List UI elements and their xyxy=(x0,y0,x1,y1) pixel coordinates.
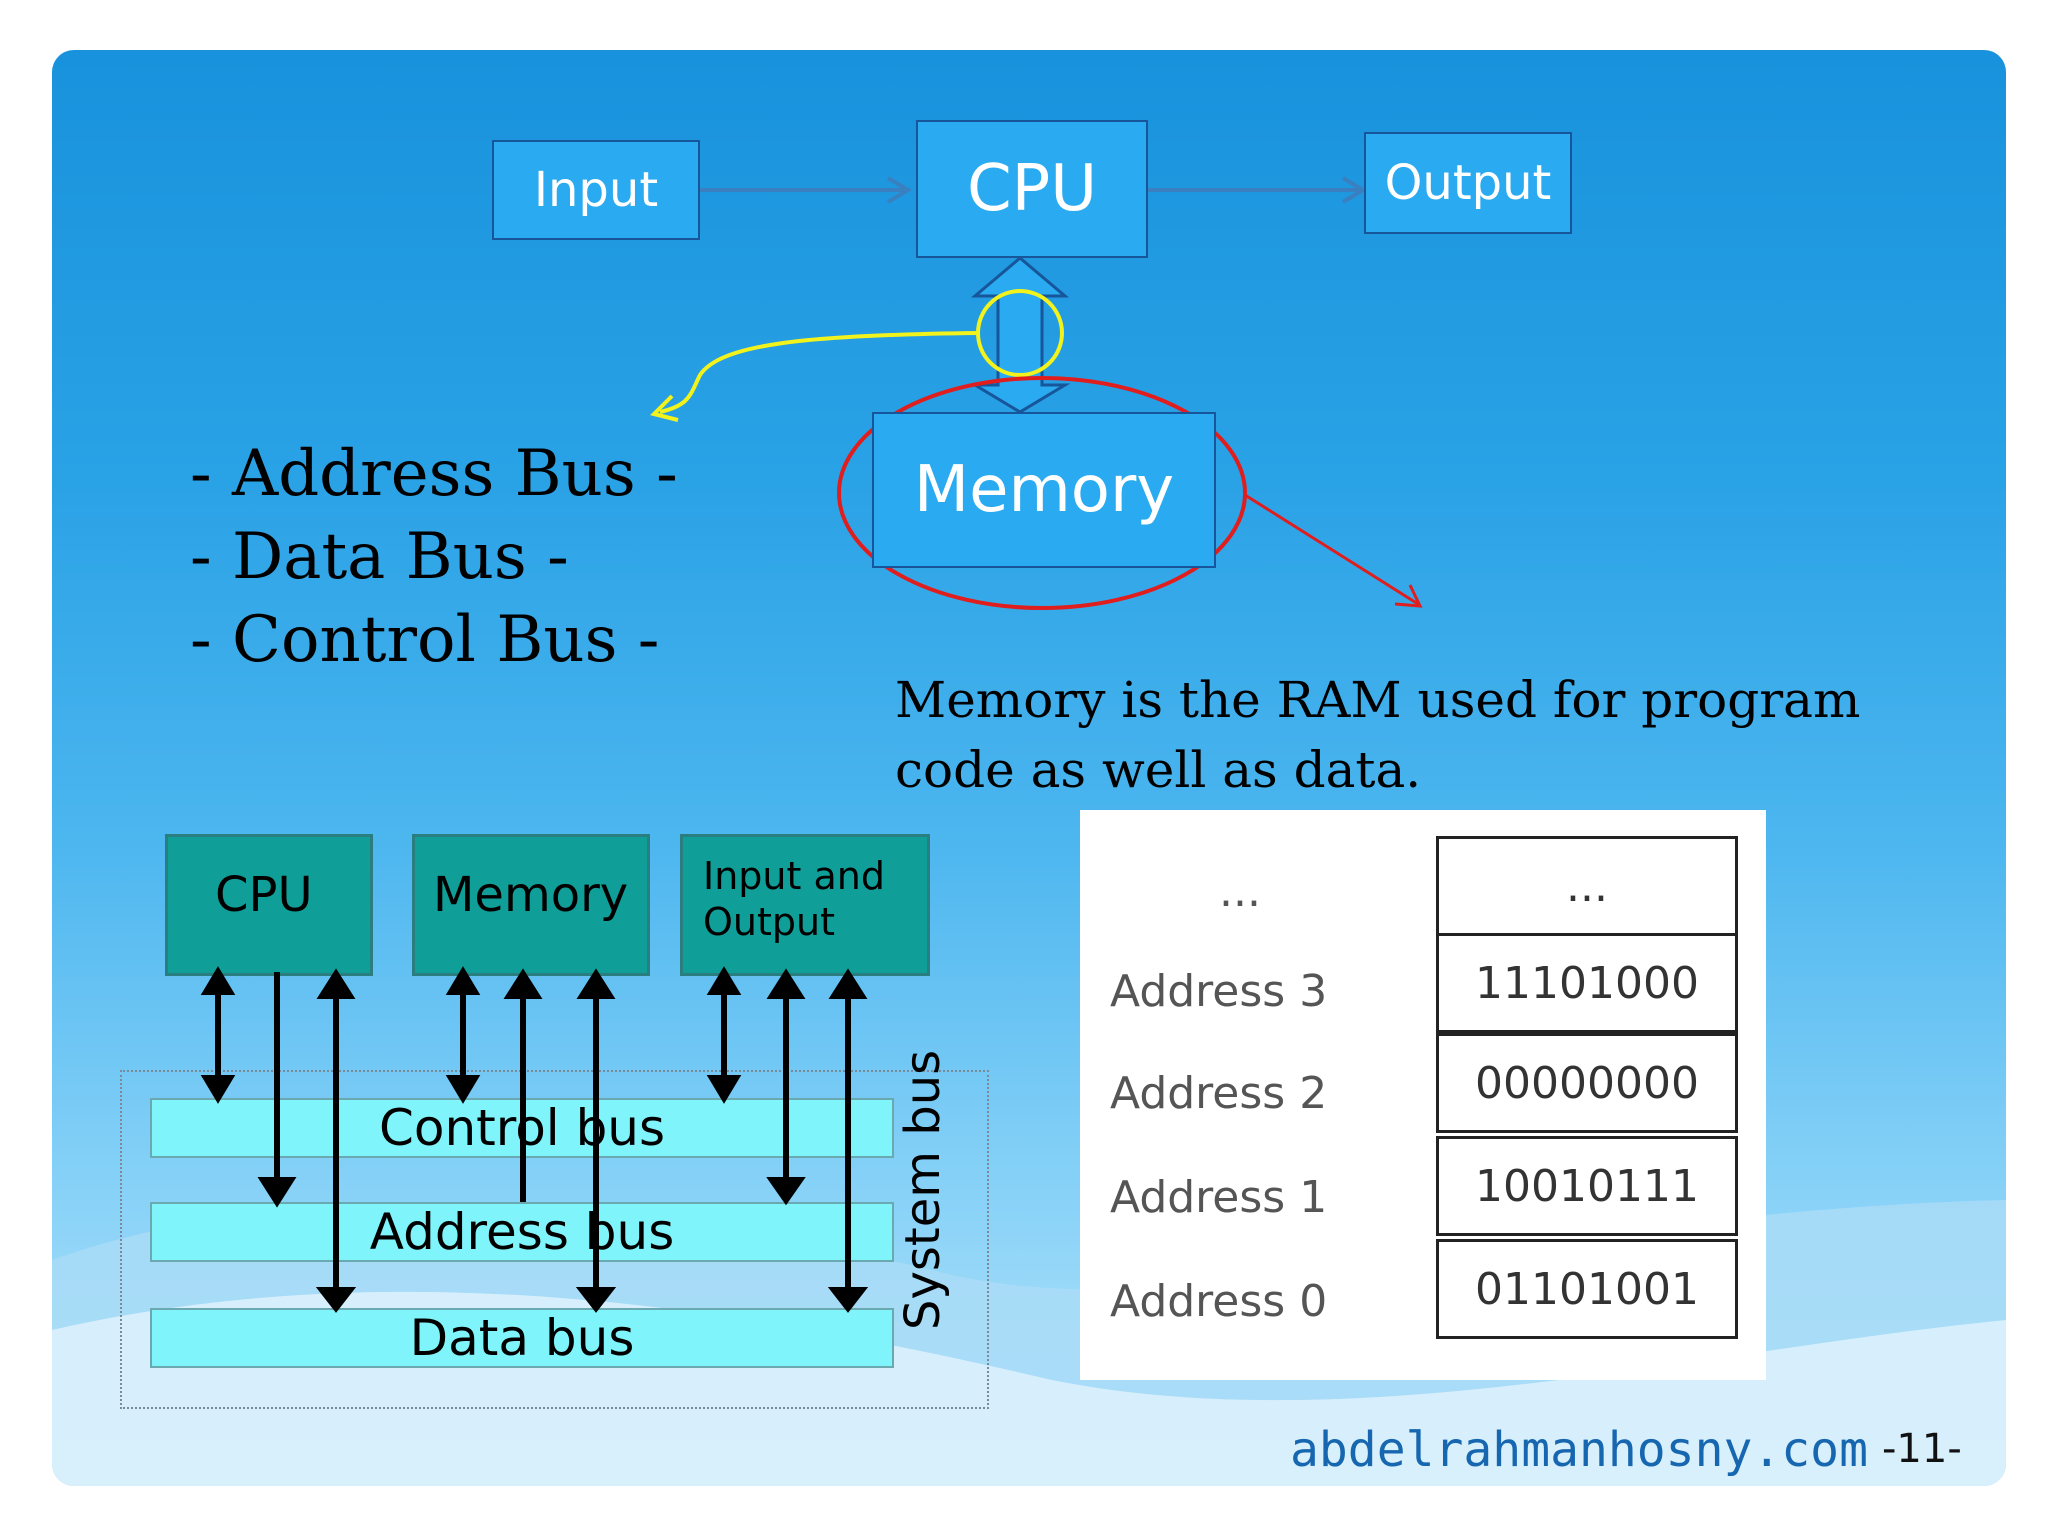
data-bus-bar: Data bus xyxy=(150,1308,894,1368)
sys-memory-label: Memory xyxy=(433,867,629,923)
address-bus-label: Address bus xyxy=(369,1203,675,1261)
sys-io-label-line2: Output xyxy=(703,900,835,944)
cpu-to-output-arrowhead xyxy=(1341,176,1367,204)
memory-table-cell: ... xyxy=(1436,836,1738,936)
input-to-cpu-arrowhead xyxy=(886,176,912,204)
data-bus-label: Data bus xyxy=(409,1309,635,1367)
system-bus-frame xyxy=(120,1070,989,1409)
yellow-annotation-arrow xyxy=(659,331,979,414)
address-bus-bar: Address bus xyxy=(150,1202,894,1262)
sys-io-label-line1: Input and xyxy=(703,854,885,898)
bus-list-item-address: - Address Bus - xyxy=(190,437,678,511)
memory-table-value: 10010111 xyxy=(1475,1160,1699,1212)
memory-table-value: 01101001 xyxy=(1475,1263,1699,1315)
system-bus-label: System bus xyxy=(895,1049,951,1330)
cpu-label: CPU xyxy=(966,152,1098,226)
memory-table-address: Address 0 xyxy=(1110,1276,1328,1327)
memory-table-value: ... xyxy=(1566,860,1608,912)
red-annotation-arrowhead xyxy=(1394,584,1423,608)
memory-table-cell: 00000000 xyxy=(1436,1033,1738,1133)
yellow-annotation-arrowhead xyxy=(650,394,679,422)
memory-table-cell: 11101000 xyxy=(1436,933,1738,1033)
sys-cpu-box: CPU xyxy=(165,834,373,976)
input-box: Input xyxy=(492,140,700,240)
sys-memory-box: Memory xyxy=(412,834,650,976)
cpu-box: CPU xyxy=(916,120,1148,258)
red-annotation-arrow xyxy=(1244,493,1419,606)
page-number: -11- xyxy=(1882,1426,1962,1472)
memory-table-cell: 01101001 xyxy=(1436,1239,1738,1339)
memory-table-address-ellipsis: ... xyxy=(1219,866,1261,917)
output-label: Output xyxy=(1384,155,1552,211)
memory-table-address: Address 3 xyxy=(1110,966,1328,1017)
memory-table-cell: 10010111 xyxy=(1436,1136,1738,1236)
memory-table-value: 00000000 xyxy=(1475,1057,1699,1109)
memory-box: Memory xyxy=(872,412,1216,568)
memory-table-address: Address 1 xyxy=(1110,1172,1328,1223)
bus-list-item-control: - Control Bus - xyxy=(190,603,660,677)
memory-table: ... Address 3 Address 2 Address 1 Addres… xyxy=(1080,810,1766,1380)
input-label: Input xyxy=(533,162,659,218)
memory-table-value: 11101000 xyxy=(1475,957,1699,1009)
sys-io-box: Input and Output xyxy=(680,834,930,976)
memory-label: Memory xyxy=(913,453,1175,527)
memory-table-address: Address 2 xyxy=(1110,1068,1328,1119)
output-box: Output xyxy=(1364,132,1572,234)
bus-list-item-data: - Data Bus - xyxy=(190,520,569,594)
memory-description: Memory is the RAM used for program code … xyxy=(895,671,1861,799)
footer-website: abdelrahmanhosny.com xyxy=(1290,1422,1868,1478)
sys-cpu-label: CPU xyxy=(215,867,313,923)
red-annotation-ellipse xyxy=(837,376,1247,610)
